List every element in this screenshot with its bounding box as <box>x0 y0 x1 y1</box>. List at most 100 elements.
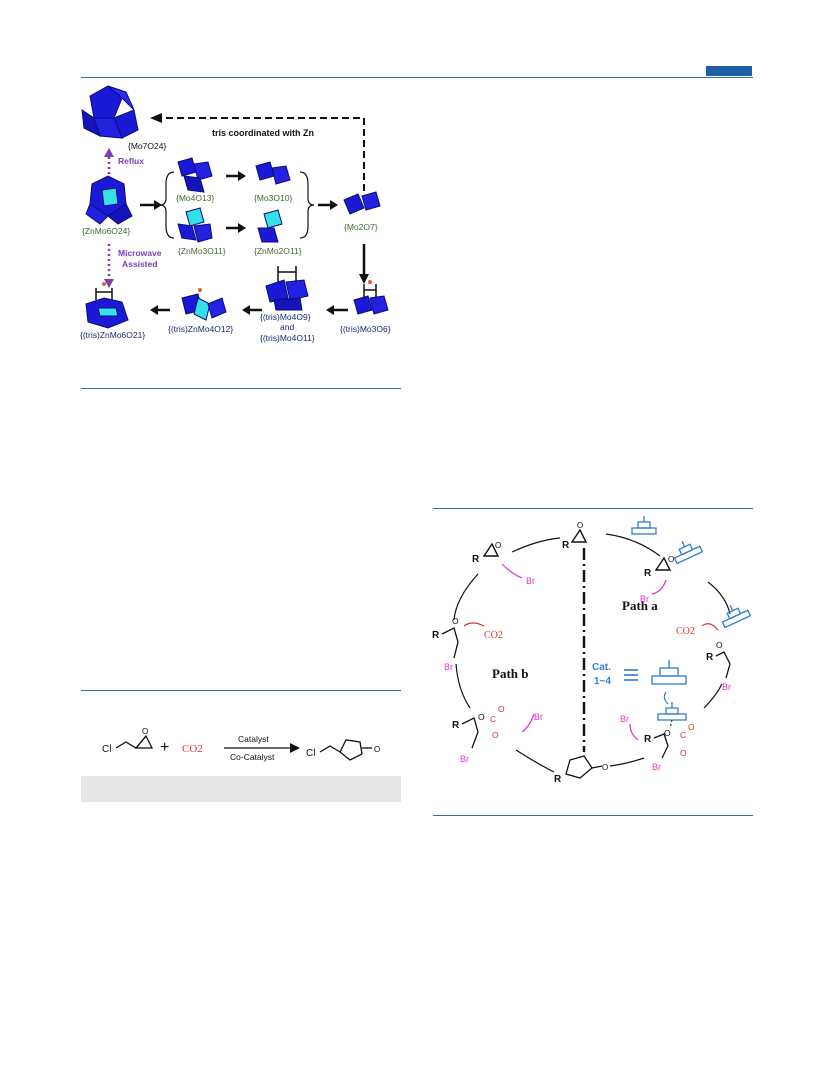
znmo3o11-cluster <box>177 207 213 243</box>
reaction-top-rule <box>81 690 401 691</box>
mo4o13-cluster <box>177 157 213 193</box>
arrow-head-mo3-mo4 <box>326 305 334 315</box>
reflux-label: Reflux <box>118 156 144 166</box>
left-carbonate-r: R <box>452 720 460 731</box>
product-cl: Cl <box>306 748 315 759</box>
right-br-leaving: Br <box>620 714 629 724</box>
left-alkoxide-o: O <box>452 616 459 626</box>
mechanism-top-rule <box>433 508 753 509</box>
top-epoxide <box>570 528 588 543</box>
right-carbonate-o: O <box>664 728 671 738</box>
reactant-cl: Cl <box>102 744 111 755</box>
arrow-head-mo4-mo3 <box>238 171 246 181</box>
left-epoxide <box>482 542 500 557</box>
br-leaving-arrow-left <box>521 713 535 733</box>
arrow-head-mo2o7 <box>330 200 338 210</box>
mechanism-bottom-rule <box>433 815 753 816</box>
br-leaving-arrow-right <box>629 723 639 741</box>
cycle-arrow-top-left <box>511 537 561 553</box>
tris-mo4o11-label: {(tris)Mo4O11} <box>260 333 315 343</box>
left-carbonate-chain <box>461 717 479 749</box>
catalyst-label: Catalyst <box>238 734 269 744</box>
and-label: and <box>280 322 294 332</box>
right-alkoxide-r: R <box>706 652 714 663</box>
right-epoxide <box>654 556 672 571</box>
arrow-head-znmo4-znmo6 <box>150 305 158 315</box>
reaction-scheme: Cl O + CO2 Catalyst Co-Catalyst Cl O <box>102 728 380 762</box>
znmo2o11-label: {ZnMo2O11} <box>254 246 302 256</box>
br-attack-arrow-left <box>501 563 523 579</box>
top-epoxide-r: R <box>562 540 570 551</box>
left-br-leaving: Br <box>534 712 543 722</box>
left-carbonate-br: Br <box>460 754 469 764</box>
left-alkoxide-br: Br <box>444 662 453 672</box>
right-co2: CO2 <box>676 626 695 637</box>
arrow-head-znmo3-znmo2 <box>238 223 246 233</box>
znmo6o24-label: {ZnMo6O24} <box>82 226 130 236</box>
microwave-arrow-head <box>104 279 114 288</box>
left-alkoxide-chain <box>441 627 459 659</box>
tris-znmo6o21-cluster <box>85 282 129 329</box>
right-epoxide-r: R <box>644 568 652 579</box>
catalyst-icon-legend <box>651 660 687 685</box>
right-carbonate-chain <box>653 733 669 759</box>
right-epoxide-o: O <box>668 555 674 564</box>
mechanism-cycle: R O R O Br O R Br CO2 Path b R O C O O B… <box>432 516 752 785</box>
cycle-arrow-left-1 <box>453 573 479 621</box>
tris-mo3o6-cluster <box>353 280 389 315</box>
mo2o7-label: {Mo2O7} <box>344 222 378 232</box>
co2-attack-arrow-right <box>701 623 719 631</box>
right-alkoxide-br: Br <box>722 682 731 692</box>
fig1-bottom-rule <box>81 388 401 389</box>
left-epoxide-r: R <box>472 554 480 565</box>
dashed-return-arrow <box>160 117 365 202</box>
equivalent-icon <box>624 669 638 681</box>
left-carbonate-o3: O <box>492 730 499 740</box>
assisted-label: Assisted <box>122 259 157 269</box>
znmo2o11-cluster <box>257 209 283 243</box>
mo2o7-cluster <box>343 191 381 215</box>
reaction-arrow-head <box>290 743 300 753</box>
cycle-arrow-top-right <box>605 533 661 557</box>
cycle-arrow-left-2 <box>455 663 471 709</box>
product-carbonyl-bond <box>591 765 603 769</box>
product-chain <box>319 745 341 753</box>
product-r: R <box>554 774 562 785</box>
right-carbonate-br: Br <box>652 762 661 772</box>
mo3o10-label: {Mo3O10} <box>254 193 292 203</box>
mo4o13-label: {Mo4O13} <box>176 193 214 203</box>
right-brace <box>299 171 315 239</box>
carbonyl-o: O <box>374 745 380 754</box>
arrow-head-brace <box>154 200 162 210</box>
header-rule <box>81 77 753 78</box>
product-carbonyl-o: O <box>602 763 608 772</box>
epoxide-o: O <box>142 728 148 736</box>
cycle-arrow-right-1 <box>707 581 731 615</box>
figure-mo-evolution: {Mo7O24} tris coordinated with Zn Reflux… <box>80 85 391 343</box>
tris-znmo4o12-cluster <box>181 288 227 321</box>
left-carbonate-c: C <box>490 714 496 724</box>
left-alkoxide-r: R <box>432 630 440 641</box>
tris-mo4o9-label: {(tris)Mo4O9} <box>260 312 311 322</box>
right-alkoxide-o: O <box>716 640 723 650</box>
product-ring <box>565 755 593 779</box>
tris-znmo4o12-label: {(tris)ZnMo4O12} <box>168 324 233 334</box>
right-carbonate-r: R <box>644 734 652 745</box>
left-brace <box>159 171 175 239</box>
plus-sign: + <box>160 739 169 756</box>
catalyst-icon-carbonate <box>657 702 687 721</box>
cycle-arrow-bottom-left <box>515 749 555 773</box>
path-a-label: Path a <box>622 598 658 613</box>
catalyst-icon-top <box>631 516 657 535</box>
table-header-band <box>81 776 401 802</box>
tris-mo3o6-label: {(tris)Mo3O6} <box>340 324 391 334</box>
dashed-arrow-head <box>150 113 162 123</box>
catalyst-icon-alkoxide <box>721 605 752 629</box>
cyclic-carbonate-ring <box>339 739 363 761</box>
catalyst-release-arrow <box>663 691 669 705</box>
left-carbonate-o2: O <box>498 704 505 714</box>
co2-attack-arrow-left <box>463 622 485 627</box>
co-catalyst-label: Co-Catalyst <box>230 752 275 762</box>
arrow-head-down <box>359 274 369 284</box>
right-carbonate-c: C <box>680 730 686 740</box>
